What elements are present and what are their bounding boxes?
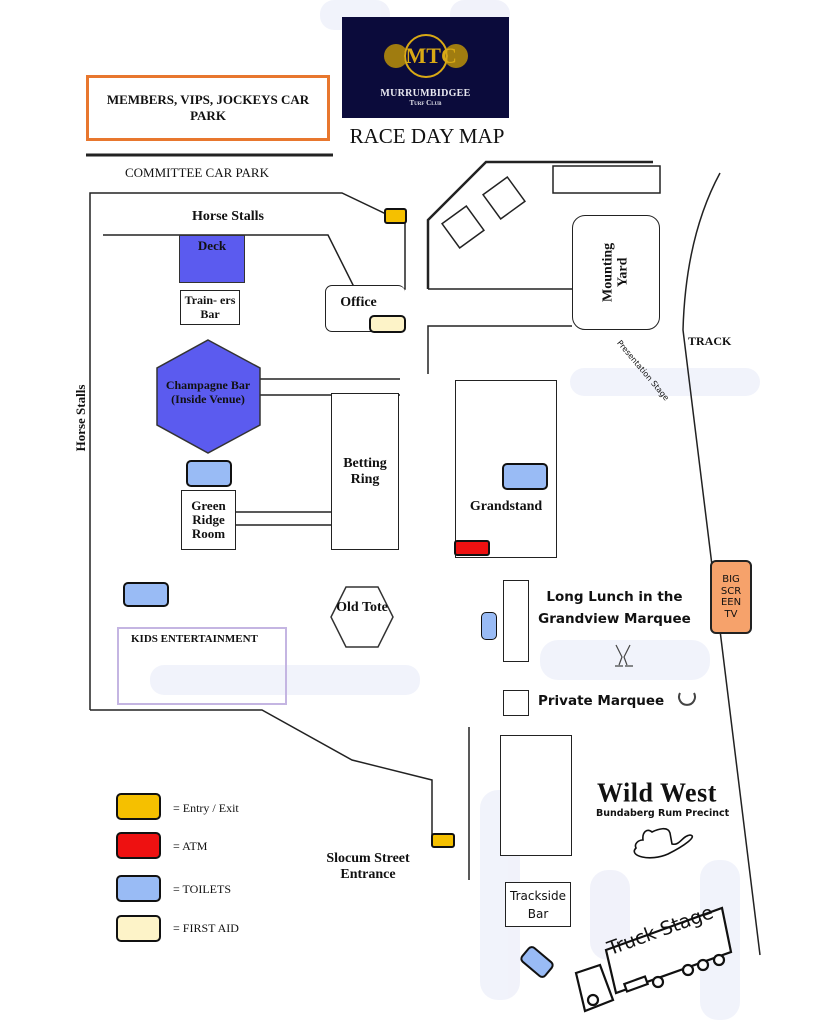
kids-entertainment: KIDS ENTERTAINMENT — [117, 627, 287, 705]
wild-west-area — [500, 735, 572, 856]
entry-marker-top — [384, 208, 407, 224]
green-ridge-room: Green Ridge Room — [181, 490, 236, 550]
legend-swatch-first-aid — [116, 915, 161, 942]
toilet-green-ridge — [186, 460, 232, 487]
kids-entertainment-label: KIDS ENTERTAINMENT — [131, 633, 258, 645]
legend-swatch-entry — [116, 793, 161, 820]
page-title: RACE DAY MAP — [349, 124, 505, 148]
mounting-yard-label: Mounting Yard — [600, 242, 631, 303]
trackside-bar: Trackside Bar — [505, 882, 571, 927]
betting-ring-label: Betting Ring — [343, 455, 387, 487]
legend-label-entry: = Entry / Exit — [173, 801, 239, 815]
truck-stage-icon — [574, 906, 733, 1013]
deck: Deck — [179, 235, 245, 283]
logo-sub: Turf Club — [409, 99, 442, 107]
long-lunch-label: Long Lunch in the Grandview Marquee — [538, 589, 691, 628]
first-aid-marker — [369, 315, 406, 333]
slocum-entrance-label: Slocum Street Entrance — [326, 851, 410, 883]
trainers-bar: Train- ers Bar — [180, 290, 240, 325]
legend-label-toilets: = TOILETS — [173, 882, 231, 896]
cowboy-hat-icon — [633, 827, 693, 859]
long-lunch-marquee — [503, 580, 529, 662]
betting-ring: Betting Ring — [331, 393, 399, 550]
private-marquee — [503, 690, 529, 716]
wild-west-subtitle: Bundaberg Rum Precinct — [596, 808, 730, 819]
legend-swatch-toilets — [116, 875, 161, 902]
mounting-yard: Mounting Yard — [572, 215, 660, 330]
toilet-long-lunch — [481, 612, 497, 640]
committee-car-park-label: COMMITTEE CAR PARK — [125, 165, 269, 180]
champagne-glasses-icon — [615, 644, 633, 667]
old-tote-label: Old Tote — [336, 600, 388, 615]
big-screen-tv: BIG SCR EEN TV — [710, 560, 752, 634]
champagne-bar-shape — [156, 339, 261, 454]
track-label: TRACK — [688, 334, 732, 348]
logo: MTC MURRUMBIDGEE Turf Club — [342, 17, 509, 118]
wild-west-title: Wild West — [597, 777, 717, 808]
members-car-park: MEMBERS, VIPS, JOCKEYS CAR PARK — [86, 75, 330, 141]
logo-monogram: MTC — [403, 34, 457, 78]
legend-label-first-aid: = FIRST AID — [173, 921, 239, 935]
horse-stalls-top-label: Horse Stalls — [192, 209, 264, 224]
old-tote-shape — [330, 586, 394, 648]
toilet-kids — [123, 582, 169, 607]
private-marquee-label: Private Marquee — [538, 693, 665, 709]
deck-label: Deck — [197, 238, 227, 253]
legend-label-atm: = ATM — [173, 839, 208, 853]
office: Office — [325, 285, 405, 332]
big-screen-label: BIG SCR EEN TV — [720, 574, 742, 620]
atm-marker — [454, 540, 490, 556]
logo-name: MURRUMBIDGEE — [380, 88, 471, 99]
toilet-grandstand — [502, 463, 548, 490]
horseshoe-icon — [678, 692, 696, 706]
grandstand-label: Grandstand — [469, 499, 543, 514]
legend-swatch-atm — [116, 832, 161, 859]
horse-stalls-side-label: Horse Stalls — [73, 384, 88, 452]
office-label: Office — [340, 295, 377, 310]
champagne-bar-label: Champagne Bar (Inside Venue) — [165, 378, 251, 406]
entry-marker-slocum — [431, 833, 455, 848]
